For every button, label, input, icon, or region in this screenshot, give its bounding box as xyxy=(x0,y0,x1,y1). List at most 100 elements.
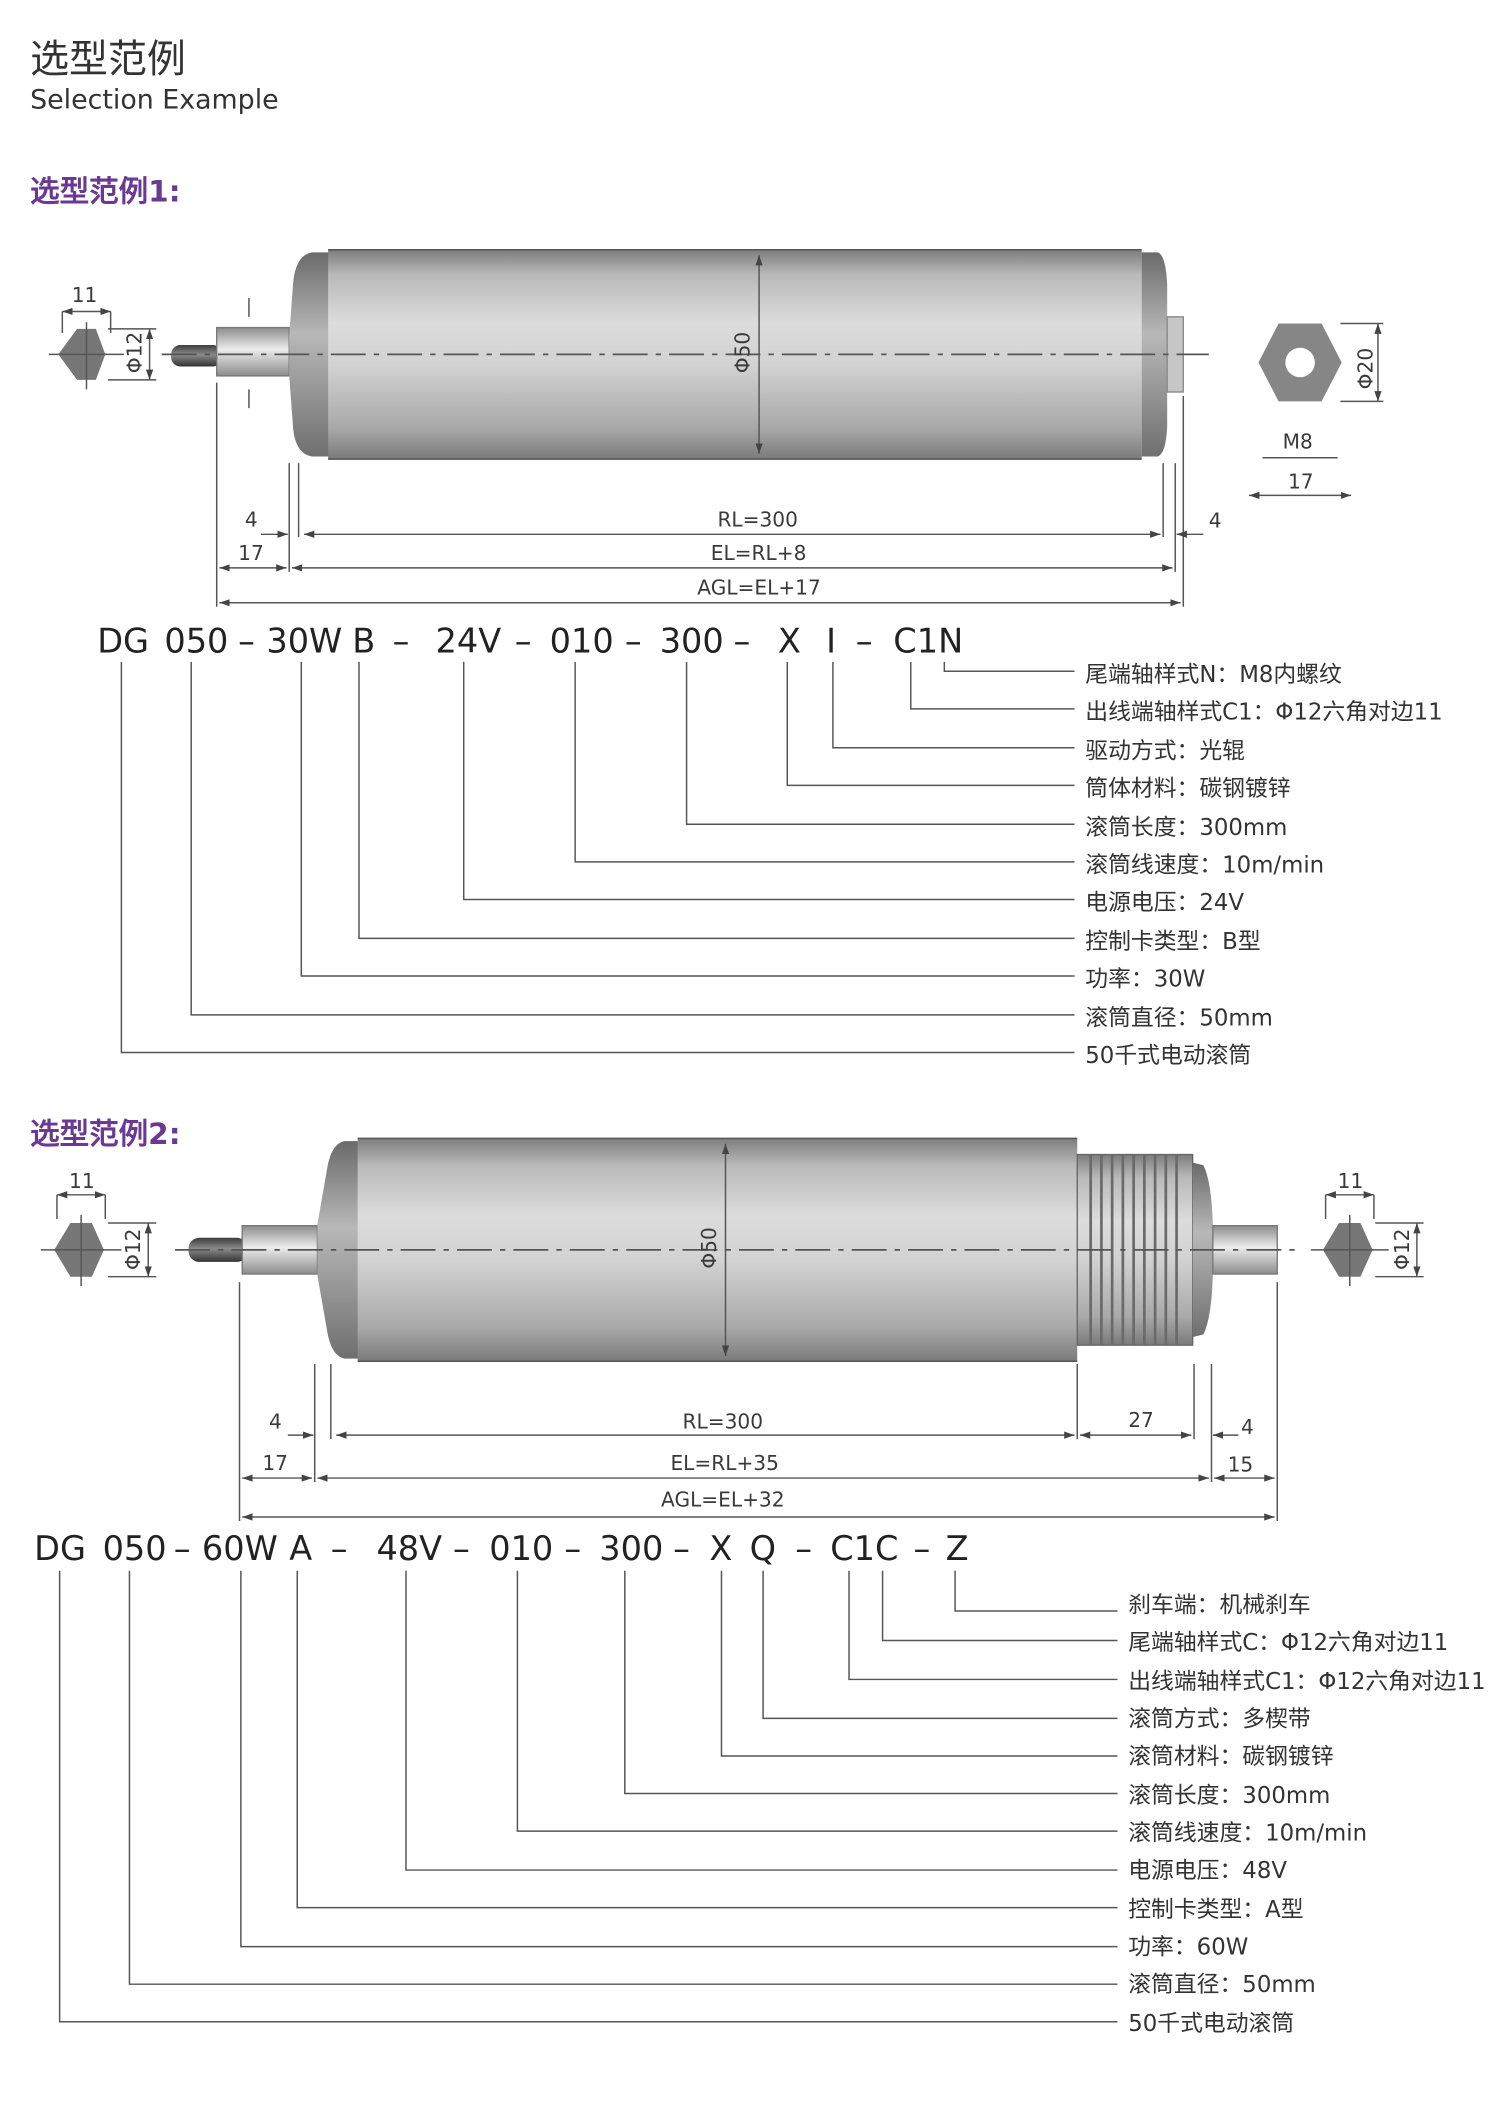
example1-left-gap-label: 4 xyxy=(245,507,258,531)
example2-left-shaft-label: 17 xyxy=(262,1451,288,1475)
code-segment: – xyxy=(393,621,410,660)
example2-left-end-view: 11 Φ12 xyxy=(40,1169,157,1287)
code-segment: X xyxy=(709,1529,732,1568)
legend-item: 功率：30W xyxy=(1085,967,1205,993)
code-segment: – xyxy=(795,1529,812,1568)
code-segment: – xyxy=(515,621,532,660)
code-segment: I xyxy=(826,621,836,660)
code-segment: 300 xyxy=(599,1529,663,1568)
m8-thread-hole-icon xyxy=(1285,347,1315,378)
legend-item: 出线端轴样式C1：Φ12六角对边11 xyxy=(1085,700,1442,726)
example1-leader-lines xyxy=(120,661,1075,1054)
example1-right-dia-label: Φ20 xyxy=(1354,348,1378,389)
code-segment: – xyxy=(453,1529,470,1568)
code-segment: 050 xyxy=(164,621,228,660)
example2-roller-side-view: Φ50 xyxy=(175,1137,1303,1363)
example2-groove-label: 27 xyxy=(1128,1408,1154,1432)
example2-legend: 刹车端：机械刹车 尾端轴样式C：Φ12六角对边11 出线端轴样式C1：Φ12六角… xyxy=(1128,1592,1485,2037)
example1-left-cap xyxy=(289,252,331,457)
legend-item: 刹车端：机械刹车 xyxy=(1128,1592,1311,1618)
code-segment: 050 xyxy=(103,1529,167,1568)
code-segment: Z xyxy=(946,1529,969,1568)
legend-item: 滚筒直径：50mm xyxy=(1085,1006,1273,1032)
legend-item: 滚筒直径：50mm xyxy=(1128,1972,1316,1998)
example2-right-flat-label: 11 xyxy=(1338,1169,1364,1193)
example1-dimensions: RL=300 4 4 17 EL=RL+8 AGL=EL+17 xyxy=(215,382,1222,607)
code-segment: C1N xyxy=(893,621,963,660)
example2-left-gap-label: 4 xyxy=(269,1409,282,1433)
example2-left-dia-label: Φ12 xyxy=(121,1229,145,1270)
code-segment: – xyxy=(625,621,642,660)
legend-item: 滚筒长度：300mm xyxy=(1085,815,1287,841)
example2-dimensions: RL=300 27 4 4 17 EL=RL+35 15 AGL=EL+32 xyxy=(238,1282,1279,1522)
legend-item: 驱动方式：光辊 xyxy=(1085,738,1245,764)
example2-rl-label: RL=300 xyxy=(683,1409,763,1433)
code-segment: Q xyxy=(750,1529,776,1568)
example1-left-end-view: 11 Φ12 xyxy=(48,283,157,390)
legend-item: 筒体材料：碳钢镀锌 xyxy=(1085,776,1290,802)
legend-item: 出线端轴样式C1：Φ12六角对边11 xyxy=(1128,1669,1485,1695)
example2-right-shaft-label: 15 xyxy=(1228,1452,1254,1476)
code-segment: 010 xyxy=(489,1529,553,1568)
power-cable xyxy=(171,345,223,367)
example2-model-code: DG 050 – 60W A – 48V – 010 – 300 – X Q –… xyxy=(34,1529,969,1568)
example2-agl-label: AGL=EL+32 xyxy=(661,1487,784,1511)
example2-tube-dia-label: Φ50 xyxy=(697,1227,721,1268)
header-title-en: Selection Example xyxy=(30,85,279,116)
example1-left-dia-label: Φ12 xyxy=(123,332,147,373)
legend-item: 尾端轴样式C：Φ12六角对边11 xyxy=(1128,1630,1448,1656)
example2-el-label: EL=RL+35 xyxy=(670,1451,778,1475)
example2-right-gap-label: 4 xyxy=(1241,1415,1254,1439)
code-segment: X xyxy=(778,621,801,660)
code-segment: 24V xyxy=(436,621,502,660)
header-title-cn: 选型范例 xyxy=(30,37,186,82)
code-segment: – xyxy=(734,621,751,660)
code-segment: C1C xyxy=(830,1529,898,1568)
example1-title: 选型范例1: xyxy=(30,174,180,208)
example1-right-end-view: Φ20 M8 17 xyxy=(1249,322,1384,499)
example1-left-shaft xyxy=(216,326,290,377)
legend-item: 尾端轴样式N：M8内螺纹 xyxy=(1085,662,1342,688)
code-segment: – xyxy=(238,621,255,660)
example1-tube-dia-label: Φ50 xyxy=(731,332,755,373)
code-segment: 010 xyxy=(550,621,614,660)
example2-left-cap xyxy=(317,1141,361,1359)
example2-right-dia-label: Φ12 xyxy=(1390,1229,1414,1270)
example1-left-shaft-label: 17 xyxy=(238,541,264,565)
legend-item: 电源电压：48V xyxy=(1128,1858,1287,1884)
example2-leader-lines xyxy=(58,1570,1118,2023)
code-segment: – xyxy=(913,1529,930,1568)
code-segment: DG xyxy=(97,621,149,660)
code-segment: – xyxy=(174,1529,191,1568)
code-segment: – xyxy=(564,1529,581,1568)
example1-right-length-label: 17 xyxy=(1288,470,1314,494)
code-segment: – xyxy=(856,621,873,660)
example1-el-label: EL=RL+8 xyxy=(711,541,807,565)
example2-right-end-view: 11 Φ12 xyxy=(1310,1169,1424,1287)
code-segment: 30W xyxy=(266,621,342,660)
example1-right-gap-label: 4 xyxy=(1209,509,1222,533)
legend-item: 50千式电动滚筒 xyxy=(1085,1043,1251,1069)
legend-item: 滚筒方式：多楔带 xyxy=(1128,1706,1311,1732)
legend-item: 控制卡类型：B型 xyxy=(1085,929,1260,955)
example1-left-flat-label: 11 xyxy=(72,283,98,307)
legend-item: 滚筒材料：碳钢镀锌 xyxy=(1128,1744,1333,1770)
legend-item: 滚筒线速度：10m/min xyxy=(1085,853,1324,879)
example1-legend: 尾端轴样式N：M8内螺纹 出线端轴样式C1：Φ12六角对边11 驱动方式：光辊 … xyxy=(1085,662,1442,1069)
example1-roller-side-view: Φ50 xyxy=(161,248,1209,460)
legend-item: 功率：60W xyxy=(1128,1935,1248,1961)
code-segment: 60W xyxy=(202,1529,278,1568)
legend-item: 滚筒线速度：10m/min xyxy=(1128,1821,1367,1847)
code-segment: – xyxy=(673,1529,690,1568)
example2-left-flat-label: 11 xyxy=(69,1169,95,1193)
code-segment: 48V xyxy=(376,1529,442,1568)
code-segment: A xyxy=(289,1529,312,1568)
example1-thread-label: M8 xyxy=(1283,429,1313,453)
example1-model-code: DG 050 – 30W B – 24V – 010 – 300 – X I –… xyxy=(97,621,963,660)
legend-item: 控制卡类型：A型 xyxy=(1128,1897,1303,1923)
example1-rl-label: RL=300 xyxy=(717,507,797,531)
example2-title: 选型范例2: xyxy=(30,1117,180,1151)
code-segment: – xyxy=(331,1529,348,1568)
code-segment: DG xyxy=(34,1529,86,1568)
